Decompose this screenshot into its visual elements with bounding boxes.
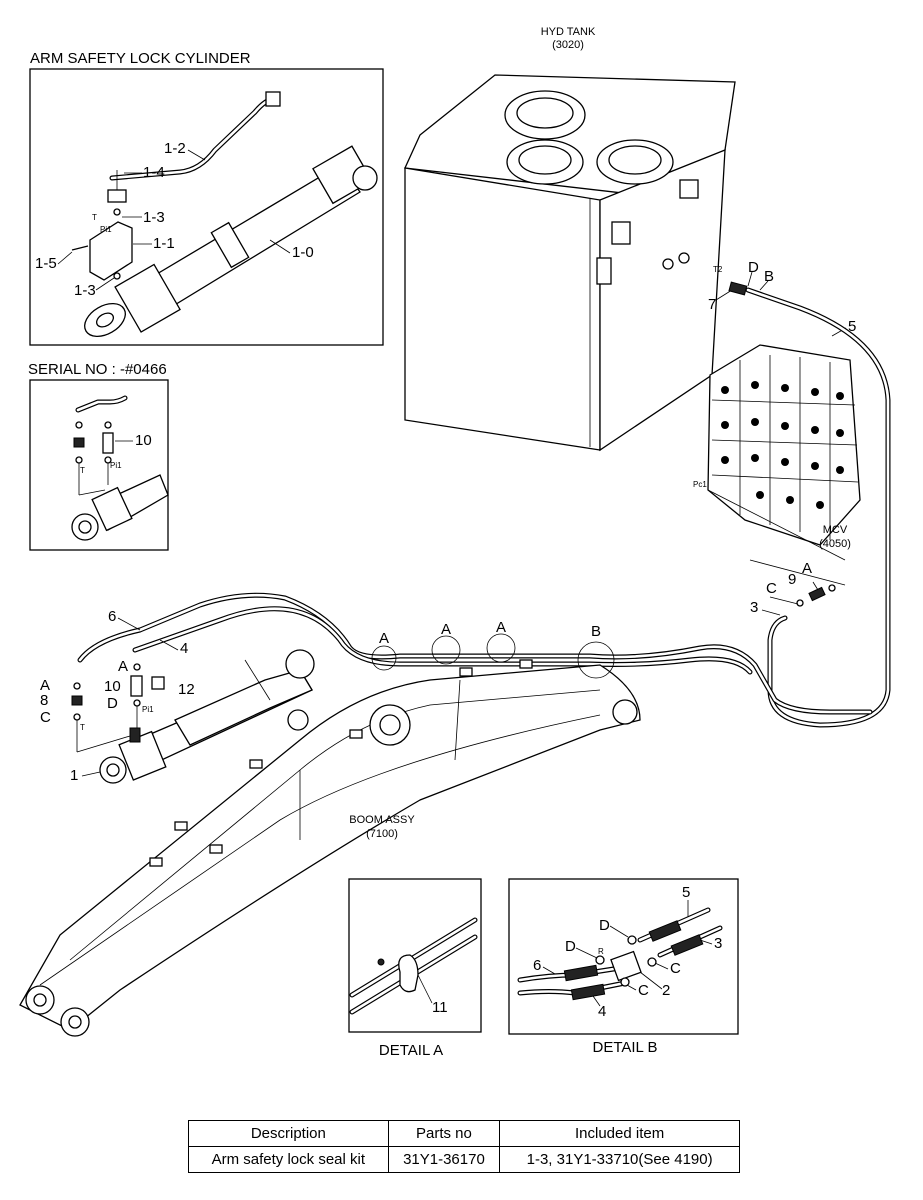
detail-a-callout-11: 11	[432, 999, 448, 1016]
table-row: Arm safety lock seal kit 31Y1-36170 1-3,…	[188, 1146, 740, 1173]
callout-d: D	[107, 695, 118, 712]
detail-b-callout-4: 4	[598, 1003, 606, 1020]
parts-table-header-row: Description Parts no Included item	[188, 1120, 740, 1147]
detail-marker-b: B	[591, 623, 601, 640]
callout-8: 8	[40, 692, 48, 709]
detail-b-port-r: R	[598, 947, 604, 956]
arm-cylinder	[99, 649, 315, 784]
callout-1-3-lower: 1-3	[74, 282, 96, 299]
detail-marker-a1: A	[379, 630, 389, 647]
callout-5: 5	[848, 318, 856, 335]
mcv-port-pc1: Pc1	[693, 480, 707, 489]
mcv-valve: Pc1 MCV (4050)	[693, 344, 861, 561]
callout-9: 9	[788, 571, 796, 588]
callout-1-4: 1-4	[143, 164, 165, 181]
callout-d: D	[748, 259, 759, 276]
detail-b-callout-c-right: C	[670, 960, 681, 977]
mcv-code: (4050)	[819, 538, 851, 550]
callout-a-lower: A	[40, 677, 50, 694]
tank-code: (3020)	[552, 39, 584, 51]
port-label-t2: T2	[713, 265, 723, 274]
detail-markers: A A A B	[371, 619, 615, 679]
boom-title: BOOM ASSY	[349, 814, 415, 826]
callout-3: 3	[750, 599, 758, 616]
detail-marker-a2: A	[441, 621, 451, 638]
header-description: Description	[188, 1120, 389, 1147]
detail-b-callout-3: 3	[714, 935, 722, 952]
left-callouts: 6 4 A 10 12 D A 8 C T Pi1 1	[40, 608, 195, 784]
mcv-title: MCV	[823, 524, 848, 536]
port-label-pi1: Pi1	[142, 705, 154, 714]
callout-10: 10	[104, 678, 121, 695]
callout-c: C	[766, 580, 777, 597]
detail-b-callout-2: 2	[662, 982, 670, 999]
callout-a-upper: A	[118, 658, 128, 675]
callout-6: 6	[108, 608, 116, 625]
inset2-port-pi1: Pi1	[110, 461, 122, 470]
hose-lines	[77, 287, 891, 728]
cell-included-item: 1-3, 31Y1-33710(See 4190)	[499, 1146, 740, 1173]
callout-1-0: 1-0	[292, 244, 314, 261]
header-parts-no: Parts no	[387, 1120, 501, 1147]
callout-a: A	[802, 560, 812, 577]
detail-b-callout-6: 6	[533, 957, 541, 974]
detail-b: 5 D 3 D R 6 C C 2 4 DETAIL B	[508, 878, 739, 1056]
header-included-item: Included item	[499, 1120, 740, 1147]
boom-code: (7100)	[366, 828, 398, 840]
detail-b-callout-c-lower: C	[638, 982, 649, 999]
hyd-tank: HYD TANK (3020)	[404, 26, 736, 452]
detail-a: 11 DETAIL A	[348, 878, 482, 1059]
inset-arm-safety-lock-cylinder: ARM SAFETY LOCK CYLINDER T Pi1 1-2 1-4 1…	[29, 50, 384, 346]
inset1-port-pi1: Pi1	[100, 225, 112, 234]
callout-12: 12	[178, 681, 195, 698]
callout-1-1: 1-1	[153, 235, 175, 252]
inset2-port-t: T	[80, 466, 85, 475]
callout-1-5: 1-5	[35, 255, 57, 272]
callout-b: B	[764, 268, 774, 285]
mcv-fittings: A 9 C 3	[749, 559, 846, 616]
boom-assy: BOOM ASSY (7100)	[19, 659, 641, 1037]
detail-b-caption: DETAIL B	[592, 1039, 657, 1056]
cell-description: Arm safety lock seal kit	[188, 1146, 389, 1173]
callout-4: 4	[180, 640, 188, 657]
callout-1-3-upper: 1-3	[143, 209, 165, 226]
inset1-port-t: T	[92, 213, 97, 222]
cell-parts-no: 31Y1-36170	[387, 1146, 501, 1173]
callout-1: 1	[70, 767, 78, 784]
callout-7: 7	[708, 296, 716, 313]
detail-b-callout-5: 5	[682, 884, 690, 901]
detail-marker-a3: A	[496, 619, 506, 636]
callout-c: C	[40, 709, 51, 726]
inset-serial-no: SERIAL NO : -#0466 10 T Pi1	[28, 361, 169, 551]
inset2-callout-10: 10	[135, 432, 152, 449]
tank-title: HYD TANK	[541, 26, 596, 38]
parts-table: Description Parts no Included item Arm s…	[188, 1120, 740, 1173]
detail-b-callout-d-lower: D	[565, 938, 576, 955]
callout-1-2: 1-2	[164, 140, 186, 157]
detail-a-caption: DETAIL A	[379, 1042, 443, 1059]
port-label-t: T	[80, 723, 85, 732]
inset1-title: ARM SAFETY LOCK CYLINDER	[30, 50, 251, 67]
tank-return-fittings: T2 D B 7 5	[708, 259, 856, 337]
inset2-title: SERIAL NO : -#0466	[28, 361, 167, 378]
detail-b-callout-d-upper: D	[599, 917, 610, 934]
